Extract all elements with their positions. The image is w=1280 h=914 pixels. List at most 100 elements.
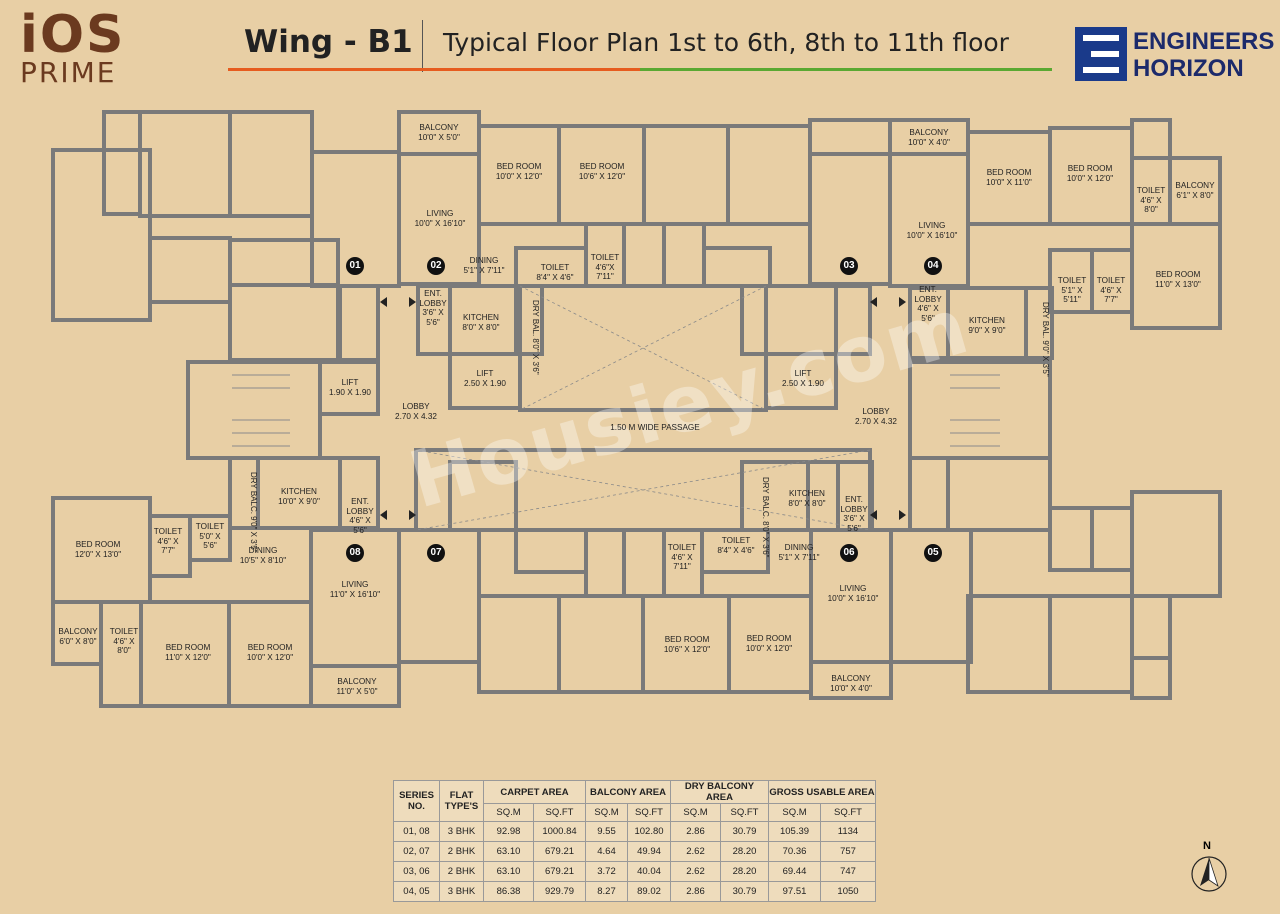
wall-segment: [808, 118, 892, 156]
table-subheader: SQ.FT: [820, 803, 876, 822]
table-cell: 2 BHK: [439, 861, 484, 882]
wall-segment: [1130, 118, 1172, 160]
flat-number-badge: 07: [427, 544, 445, 562]
plan-title: Typical Floor Plan 1st to 6th, 8th to 11…: [443, 28, 1009, 57]
flat-number-badge: 08: [346, 544, 364, 562]
table-cell: 97.51: [768, 881, 821, 902]
north-arrow-icon: N: [1190, 840, 1228, 894]
table-cell: 63.10: [483, 841, 534, 862]
table-cell: 70.36: [768, 841, 821, 862]
wall-segment: [584, 528, 626, 598]
wall-segment: [416, 284, 452, 356]
table-cell: 679.21: [533, 841, 586, 862]
table-cell: 2.86: [670, 881, 721, 902]
table-subheader: SQ.M: [670, 803, 721, 822]
wall-segment: [1090, 248, 1134, 314]
door-arrow-icon: [870, 510, 877, 520]
door-arrow-icon: [899, 297, 906, 307]
table-cell: 757: [820, 841, 876, 862]
table-cell: 1050: [820, 881, 876, 902]
wall-segment: [1130, 656, 1172, 700]
wall-segment: [518, 284, 768, 412]
flat-number-badge: 06: [840, 544, 858, 562]
wall-segment: [1130, 490, 1222, 598]
wall-segment: [228, 238, 340, 287]
table-cell: 92.98: [483, 821, 534, 842]
table-subheader: SQ.FT: [533, 803, 586, 822]
compass-label: N: [1203, 840, 1211, 852]
engineers-horizon-logo: ENGINEERS HORIZON: [1075, 27, 1275, 83]
table-header: CARPET AREA: [483, 780, 586, 804]
table-cell: 86.38: [483, 881, 534, 902]
table-cell: 3 BHK: [439, 881, 484, 902]
developer-line2: HORIZON: [1133, 55, 1244, 82]
logo-line2: PRIME: [20, 56, 117, 89]
table-header: BALCONY AREA: [585, 780, 671, 804]
table-cell: 747: [820, 861, 876, 882]
table-subheader: SQ.M: [585, 803, 628, 822]
room-label: DRY BAL. 8'0" X 3'6": [531, 300, 540, 375]
wall-segment: [702, 246, 772, 288]
wall-segment: [622, 222, 666, 288]
table-cell: 679.21: [533, 861, 586, 882]
wall-segment: [1024, 286, 1054, 360]
wall-segment: [414, 448, 872, 532]
wall-segment: [148, 236, 232, 304]
table-cell: 30.79: [720, 821, 769, 842]
room-label: DRY BAL. 9'0" X 3'5": [1041, 302, 1050, 377]
wall-segment: [726, 124, 812, 226]
table-header: DRY BALCONY AREA: [670, 780, 769, 804]
table-subheader: SQ.M: [483, 803, 534, 822]
shaft-diagonal: [519, 285, 767, 411]
table-cell: 49.94: [627, 841, 671, 862]
wall-segment: [1048, 594, 1134, 694]
wall-segment: [51, 148, 152, 322]
wall-segment: [946, 456, 1052, 532]
wall-segment: [448, 352, 522, 410]
table-cell: 8.27: [585, 881, 628, 902]
wall-segment: [908, 286, 950, 360]
wall-segment: [228, 283, 340, 362]
room-label: DRY BALC. 9'0" X 3'5": [249, 472, 258, 553]
table-cell: 2.86: [670, 821, 721, 842]
table-subheader: SQ.M: [768, 803, 821, 822]
door-arrow-icon: [899, 510, 906, 520]
wall-segment: [338, 284, 380, 362]
table-cell: 2.62: [670, 861, 721, 882]
wall-segment: [1048, 506, 1094, 572]
wall-segment: [834, 284, 872, 356]
table-cell: 01, 08: [393, 821, 440, 842]
